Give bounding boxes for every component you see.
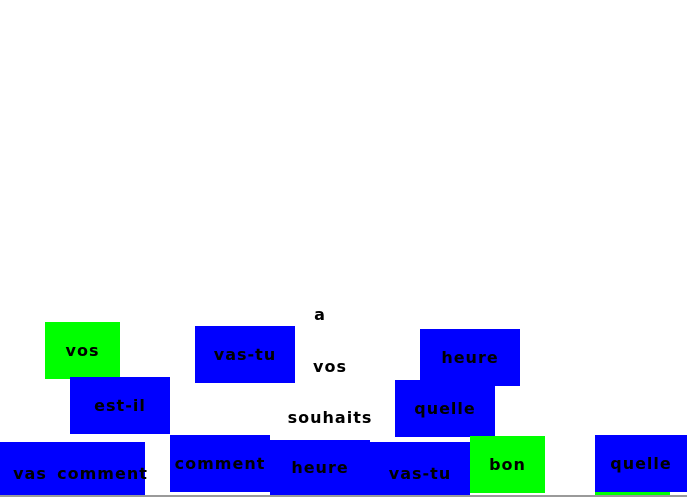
word-tile-vas-tu[interactable]: vas-tu	[370, 442, 470, 497]
word-tile-comment[interactable]: comment	[57, 442, 148, 497]
word-tile-label: bon	[489, 455, 526, 474]
word-tile-label: est-il	[94, 396, 146, 415]
word-tile-heure[interactable]: heure	[420, 329, 520, 386]
word-tile-souhaits[interactable]: souhaits	[280, 402, 380, 432]
word-tile-label: vos	[313, 356, 347, 376]
word-tile-label: comment	[174, 454, 266, 473]
word-tile-label: vos	[65, 341, 100, 360]
word-tile-comment[interactable]: comment	[170, 435, 270, 492]
word-tile-est-il[interactable]: est-il	[70, 377, 170, 434]
word-tile-bon[interactable]: bon	[470, 436, 545, 493]
word-tile-vas-tu[interactable]: vas-tu	[195, 326, 295, 383]
word-tile-label: comment	[57, 464, 148, 483]
word-tile-quelle[interactable]: quelle	[395, 380, 495, 437]
word-tile-vos[interactable]: vos	[290, 352, 370, 380]
word-tile-label: quelle	[414, 399, 476, 418]
word-tile-vas[interactable]: vas	[0, 442, 60, 497]
word-tile-quelle[interactable]: quelle	[595, 435, 687, 492]
word-tile-label: souhaits	[287, 407, 373, 427]
ground-line	[0, 495, 687, 497]
word-tile-label: a	[314, 304, 326, 324]
word-tile-a[interactable]: a	[290, 300, 350, 328]
word-tile-label: heure	[291, 458, 349, 477]
word-tile-heure[interactable]: heure	[270, 440, 370, 495]
word-tile-vos[interactable]: vos	[45, 322, 120, 379]
word-tile-partial[interactable]	[595, 492, 670, 497]
word-tile-label: heure	[441, 348, 499, 367]
word-tile-label: vas-tu	[388, 464, 452, 483]
word-tile-label: quelle	[610, 454, 672, 473]
word-tile-label: vas	[13, 464, 47, 483]
word-tile-label: vas-tu	[213, 345, 277, 364]
